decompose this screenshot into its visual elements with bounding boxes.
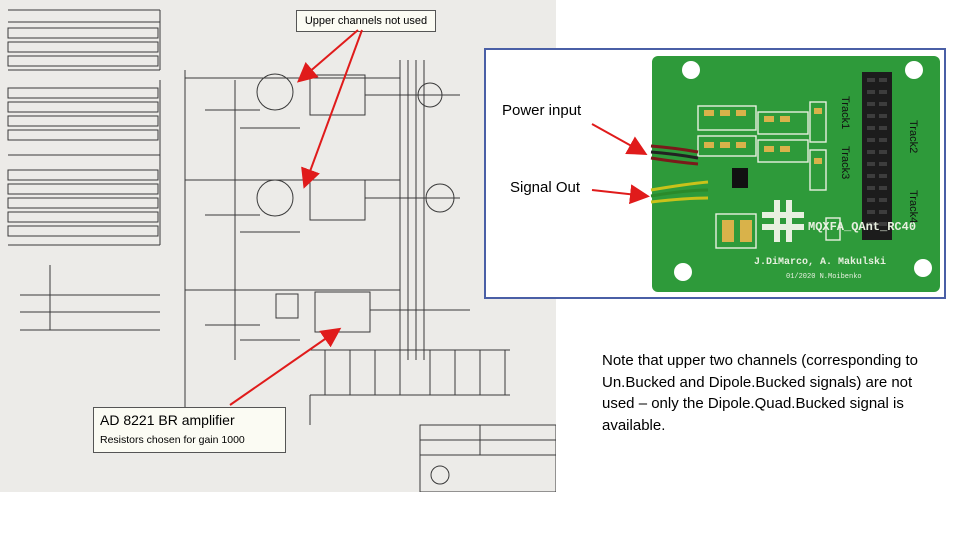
mount-hole-icon: [914, 259, 932, 277]
amplifier-callout: AD 8221 BR amplifier Resistors chosen fo…: [93, 407, 286, 453]
signal-out-label: Signal Out: [510, 179, 581, 196]
mount-hole-icon: [674, 263, 692, 281]
upper-channels-text: Upper channels not used: [304, 15, 428, 27]
board-authors-text: J.DiMarco, A. Makulski: [754, 256, 886, 268]
board-name-text: MQXFA_QAnt_RC40: [808, 220, 916, 234]
mount-hole-icon: [682, 61, 700, 79]
schematic-drawing: [7, 9, 556, 492]
pcb-photo: MQXFA_QAnt_RC40 J.DiMarco, A. Makulski 0…: [650, 56, 940, 292]
amplifier-chip: [732, 168, 748, 188]
pcb-photo-panel: MQXFA_QAnt_RC40 J.DiMarco, A. Makulski 0…: [484, 48, 946, 299]
mount-hole-icon: [905, 61, 923, 79]
ribbon-connector: [862, 72, 892, 240]
track2-label: Track2: [907, 120, 919, 153]
upper-channels-callout: Upper channels not used: [296, 10, 436, 32]
board-date-text: 01/2020 N.Moibenko: [786, 273, 862, 281]
track1-label: Track1: [839, 96, 851, 129]
amplifier-title: AD 8221 BR amplifier: [100, 412, 235, 428]
fermilab-logo-icon: [762, 200, 804, 242]
track4-label: Track4: [907, 190, 919, 223]
power-input-label: Power input: [502, 102, 582, 119]
amplifier-subtitle: Resistors chosen for gain 1000: [100, 434, 245, 446]
note-text: Note that upper two channels (correspond…: [602, 352, 919, 434]
track3-label: Track3: [839, 146, 851, 179]
